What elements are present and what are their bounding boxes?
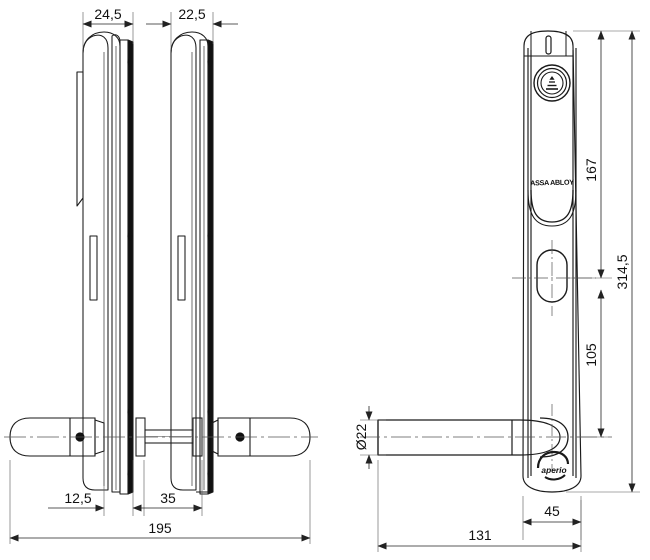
dimension-label-105: 105: [583, 343, 599, 367]
view-side-left-inner-details: [191, 46, 205, 490]
dimension-label-24-5: 24,5: [94, 6, 121, 22]
front-view-handle-elbow: [539, 417, 569, 458]
dimension-label-131: 131: [468, 527, 492, 543]
view-side-left-outer: [76, 31, 134, 495]
side-left-outer-fixing-dots: [127, 57, 133, 479]
view-side-left-outer-details: [103, 46, 117, 490]
side-left-inner-fixing-dots: [207, 57, 213, 479]
assa-abloy-logo: ASSA ABLOY: [530, 178, 574, 188]
aperio-logo-mark: [536, 450, 570, 481]
dimension-label-diameter-22: Ø22: [353, 424, 369, 451]
front-view-reader-arc: [527, 189, 577, 227]
led-indicator-slot: [545, 35, 552, 55]
dimension-label-314-5: 314,5: [614, 254, 630, 289]
dimension-label-35: 35: [160, 490, 176, 506]
dimension-label-195: 195: [148, 520, 172, 536]
aperio-logo-text: aperio: [541, 465, 566, 475]
rfid-contactless-icon: [533, 64, 571, 102]
view-front-right-body: [522, 30, 582, 493]
front-view-top-bevel: [524, 31, 573, 57]
dimension-label-167: 167: [583, 158, 599, 182]
dimension-label-12-5: 12,5: [64, 490, 91, 506]
view-side-left-inner: [170, 31, 214, 495]
dimension-label-45: 45: [544, 503, 560, 519]
dimension-label-22-5: 22,5: [178, 6, 205, 22]
